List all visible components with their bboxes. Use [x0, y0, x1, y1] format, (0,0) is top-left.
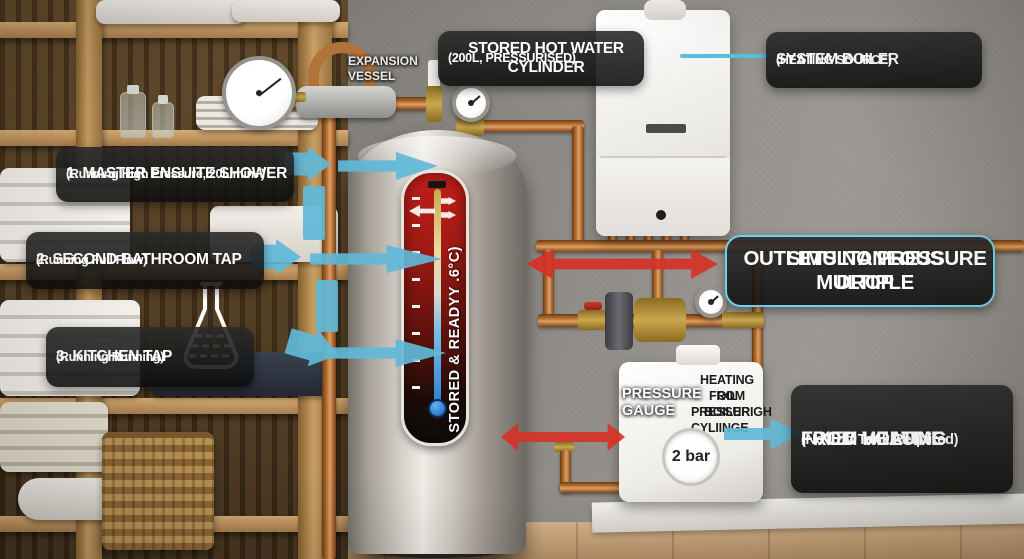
boiler-label: SYSTEM BOILER (HEATING SOURCE)	[766, 32, 982, 88]
cylinder-panel-text: STORED & READYY .6°C)	[447, 246, 463, 433]
copper-pipe	[560, 450, 571, 492]
thermometer-bulb	[428, 399, 447, 418]
boiler-logo-plate	[646, 124, 686, 133]
boiler-label-title: SYSTEM BOILER	[776, 50, 899, 68]
valve-pressure-gauge	[695, 286, 727, 318]
mixing-valve	[634, 298, 686, 342]
flow-connector-blue	[316, 280, 338, 332]
copper-pipe	[560, 482, 624, 493]
pressure-unit-line: FROM BOILER	[703, 389, 751, 419]
temperature-gauge	[222, 56, 296, 130]
right-arrow-icon	[441, 197, 456, 205]
expansion-vessel-label: EXPANSION VESSEL	[298, 54, 418, 83]
expansion-vessel-line: VESSEL	[348, 69, 396, 83]
boiler-knob	[656, 210, 666, 220]
cylinder-top-gauge	[452, 84, 490, 122]
towel-stack	[0, 402, 108, 472]
brass-tee	[456, 118, 484, 136]
fixed-volume-line2: FROM HEATING	[801, 427, 947, 450]
copper-pipe	[652, 250, 663, 306]
shelf-board	[0, 130, 348, 146]
right-arrow-icon	[441, 211, 456, 219]
outlet-label-shower: 1. MASTER ENSUITE SHOWER (Running High P…	[56, 147, 294, 202]
boiler-seam	[600, 156, 726, 158]
cylinder-label-title: STORED HOT WATER CYLINDER	[468, 39, 624, 76]
cylinder-label-subtitle: (200L, PRESSURISED)	[448, 51, 576, 65]
bar-gauge-reading: 2 bar	[671, 448, 711, 465]
brass-fitting	[722, 312, 764, 328]
thermometer-ticks	[412, 197, 420, 411]
boiler-callout-line	[680, 54, 768, 58]
pressure-gauge-line: GAUGE	[622, 403, 676, 420]
outlet-subtitle: (Running Running)	[56, 349, 165, 364]
simultaneous-line1: SIMULTANEOUS MULTIPLE	[786, 246, 944, 294]
boiler-label-subtitle: (HEATING SOURCE)	[776, 52, 892, 67]
copper-pipe	[468, 120, 584, 132]
boiler-flue	[644, 0, 686, 20]
expansion-vessel-body	[296, 86, 396, 118]
pressure-gauge-line: PRESSURE	[622, 386, 702, 402]
fixed-volume-line1: FIXED VOLUME	[801, 427, 944, 450]
thermometer-cap	[428, 181, 446, 188]
copper-pipe	[322, 106, 336, 559]
red-valve-handle	[584, 302, 602, 310]
brass-fitting	[426, 86, 442, 122]
brass-fitting	[554, 442, 574, 452]
pressure-gauge-label: PRESSURE GAUGE	[538, 386, 702, 419]
simultaneous-outlets-label: SIMULTANEOUS MULTIPLE OUTLETS NO PRESSUR…	[725, 235, 995, 307]
copper-pipe-arch	[308, 42, 376, 90]
outlet-title: 1. MASTER ENSUITE SHOWER	[66, 165, 288, 183]
towel	[96, 0, 246, 24]
brass-valve	[578, 310, 606, 330]
fixed-volume-line3: (No Loft Tank Required)	[801, 431, 959, 448]
fixed-volume-label: FIXED VOLUME FROM HEATING (No Loft Tank …	[791, 385, 1013, 493]
outlet-title: 2. SECOND BATHROOM TAP	[36, 251, 242, 269]
towel	[232, 0, 340, 22]
pump-body	[605, 292, 633, 350]
copper-pipe	[543, 250, 554, 322]
expansion-vessel-line: EXPANSION	[348, 54, 418, 68]
pressure-unit-line: PRESSURIGH	[691, 405, 772, 419]
simultaneous-line2: OUTLETS NO PRESSURE DROP	[743, 246, 987, 294]
glass-bottle	[120, 85, 146, 138]
bar-gauge: 2 bar	[662, 428, 720, 486]
outlet-label-bathroom-tap: 2. SECOND BATHROOM TAP (Running Full Flo…	[26, 232, 264, 289]
boiler-lower-panel	[596, 158, 730, 236]
pressure-unit-line: HEATING OIL	[700, 373, 754, 403]
outlet-title: 3. KITCHEN TAP	[56, 347, 173, 365]
copper-pipe	[752, 250, 763, 408]
thermometer-tube	[434, 189, 441, 407]
shelf-board	[0, 22, 348, 38]
wicker-basket	[102, 432, 214, 550]
cylinder-temperature-panel: STORED & READYY .6°C)	[401, 170, 469, 446]
glass-bottle	[152, 95, 174, 138]
copper-pipe	[572, 126, 584, 248]
pressure-unit-text: HEATING OIL FROM BOILER PRESSURIGH CYLII…	[619, 372, 772, 435]
pressure-unit-cap	[676, 345, 720, 365]
outlet-subtitle: (Running Full Flow)	[36, 253, 147, 267]
outlet-label-kitchen-tap: 3. KITCHEN TAP (Running Running)	[46, 327, 254, 387]
relief-valve	[428, 60, 440, 88]
cylinder-label: STORED HOT WATER CYLINDER (200L, PRESSUR…	[438, 31, 644, 86]
outlet-subtitle: (Running High Pressure, 20L/min+)	[66, 167, 265, 181]
flow-connector-blue	[303, 186, 325, 240]
